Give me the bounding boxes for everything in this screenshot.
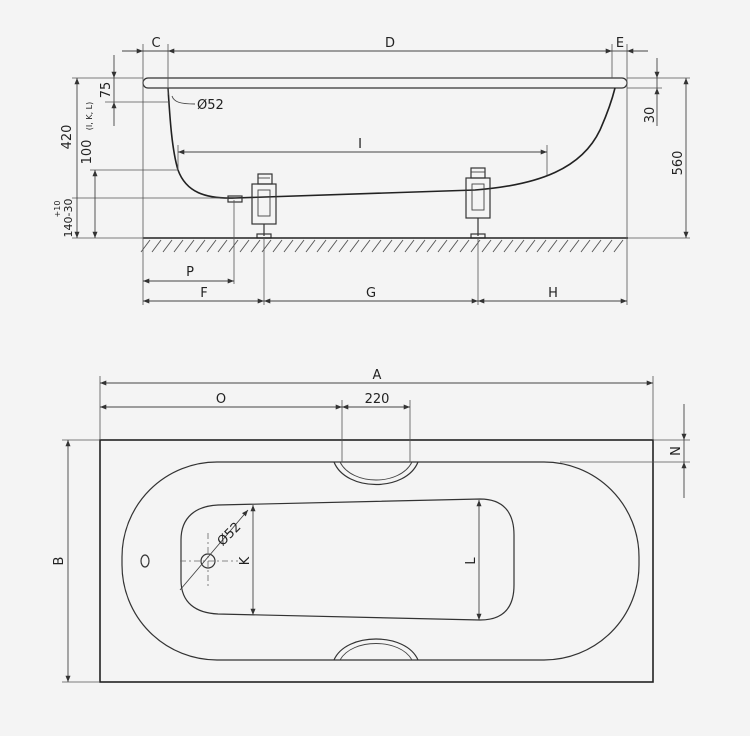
hatch-line	[591, 239, 602, 253]
label-g: G	[366, 286, 376, 301]
label-o: O	[216, 392, 226, 407]
hatch-line	[272, 239, 283, 253]
hatch-line	[503, 239, 514, 253]
label-560: 560	[671, 151, 686, 176]
label-dia-side: Ø52	[197, 98, 224, 113]
label-e: E	[616, 36, 624, 51]
top-view: Ø52 K L A O 220 B N	[52, 368, 690, 683]
label-75: 75	[99, 82, 114, 99]
floor-hatching	[140, 239, 624, 253]
label-l: L	[464, 557, 479, 565]
label-30: 30	[643, 107, 658, 124]
drain-icon	[200, 553, 216, 569]
hatch-line	[316, 239, 327, 253]
hatch-line	[250, 239, 261, 253]
hatch-line	[228, 239, 239, 253]
label-c: C	[151, 36, 160, 51]
hatch-line	[525, 239, 536, 253]
hatch-line	[140, 239, 151, 253]
hatch-line	[459, 239, 470, 253]
hatch-line	[261, 239, 272, 253]
label-100-note: (I, K, L)	[85, 102, 94, 130]
hatch-line	[569, 239, 580, 253]
hatch-line	[206, 239, 217, 253]
hatch-line	[481, 239, 492, 253]
hatch-line	[162, 239, 173, 253]
label-k: K	[238, 556, 253, 565]
label-h: H	[548, 286, 558, 301]
label-n: N	[669, 446, 684, 456]
hatch-line	[305, 239, 316, 253]
side-view: C D E I Ø52 420 75 100 (I, K, L) 140-30 …	[53, 36, 690, 305]
hatch-line	[217, 239, 228, 253]
hatch-line	[371, 239, 382, 253]
hatch-line	[437, 239, 448, 253]
hatch-line	[613, 239, 624, 253]
handle-bottom	[333, 638, 419, 661]
hatch-line	[382, 239, 393, 253]
label-dia-top: Ø52	[215, 520, 245, 550]
label-b: B	[52, 557, 67, 566]
hatch-line	[558, 239, 569, 253]
handle-top	[333, 461, 419, 486]
right-foot	[465, 167, 491, 239]
hatch-line	[470, 239, 481, 253]
hatch-line	[173, 239, 184, 253]
bathtub-inner-rim	[121, 461, 640, 661]
hatch-line	[448, 239, 459, 253]
hatch-line	[393, 239, 404, 253]
hatch-line	[514, 239, 525, 253]
hatch-line	[349, 239, 360, 253]
hatch-line	[547, 239, 558, 253]
label-100: 100	[80, 140, 95, 165]
hatch-line	[283, 239, 294, 253]
bathtub-outer-outline	[99, 439, 654, 683]
bathtub-body-outline	[167, 87, 616, 199]
bathtub-floor-outline	[180, 498, 515, 621]
hatch-line	[580, 239, 591, 253]
hatch-line	[602, 239, 613, 253]
hatch-line	[492, 239, 503, 253]
label-140: 140-30	[62, 199, 75, 238]
overflow-icon	[140, 554, 150, 568]
hatch-line	[239, 239, 250, 253]
hatch-line	[195, 239, 206, 253]
hatch-line	[415, 239, 426, 253]
bathtub-rim	[142, 77, 628, 89]
hatch-line	[327, 239, 338, 253]
label-p: P	[186, 265, 194, 280]
waste-outlet	[227, 195, 243, 203]
label-140-note: +10	[53, 201, 62, 218]
hatch-line	[404, 239, 415, 253]
hatch-line	[294, 239, 305, 253]
label-220: 220	[365, 392, 390, 407]
hatch-line	[338, 239, 349, 253]
label-a: A	[373, 368, 382, 383]
label-420: 420	[60, 125, 75, 150]
hatch-line	[536, 239, 547, 253]
hatch-line	[151, 239, 162, 253]
label-f: F	[200, 286, 207, 301]
hatch-line	[426, 239, 437, 253]
hatch-line	[360, 239, 371, 253]
hatch-line	[184, 239, 195, 253]
label-d: D	[385, 36, 395, 51]
label-i: I	[358, 137, 362, 152]
left-foot	[251, 173, 277, 239]
